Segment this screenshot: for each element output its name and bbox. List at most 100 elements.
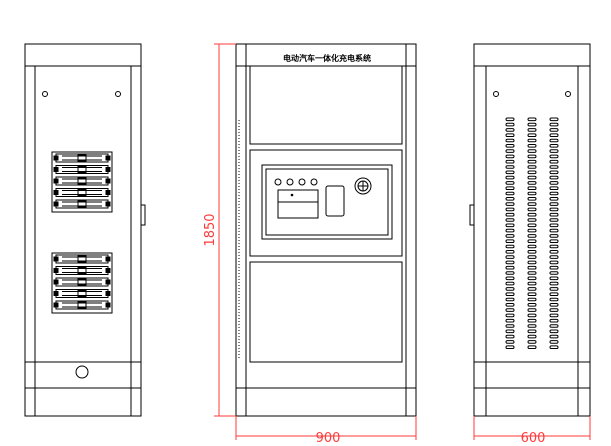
- vent-slot: [527, 250, 537, 254]
- bolt-left-1: [42, 91, 48, 97]
- vent-slot: [549, 334, 559, 339]
- vent-slot: [505, 218, 515, 222]
- vent-slot: [527, 244, 537, 249]
- vent-slot: [549, 202, 559, 206]
- vent-slot: [505, 128, 515, 132]
- vent-slot: [549, 239, 559, 243]
- vent-slot: [527, 117, 537, 122]
- vent-slot: [549, 308, 559, 312]
- vent-slot: [549, 212, 559, 217]
- vent-slot: [505, 303, 515, 307]
- vent-slot: [505, 170, 515, 175]
- vent-slot: [505, 271, 515, 275]
- bolt-left-2: [115, 91, 121, 97]
- side-handle: [140, 204, 146, 226]
- vent-slot: [549, 281, 559, 286]
- vent-slot: [549, 154, 559, 159]
- card-reader: [325, 185, 345, 217]
- vent-slot: [527, 175, 537, 180]
- vent-slot: [549, 250, 559, 254]
- vent-slot: [505, 265, 515, 270]
- middle-door: [249, 149, 403, 257]
- vent-slot: [505, 313, 515, 318]
- vent-slot: [549, 122, 559, 127]
- dimension-height-label: 1850: [203, 213, 218, 246]
- vent-slot: [505, 340, 515, 344]
- vent-slot: [527, 318, 537, 323]
- bolt-rear-1: [493, 91, 499, 97]
- side-outer-frame: [24, 43, 142, 417]
- indicator-light-1: [274, 178, 282, 186]
- dimension-front-width: [235, 416, 417, 440]
- vent-slot: [549, 186, 559, 190]
- vent-slot: [549, 159, 559, 164]
- emergency-stop-button: [354, 177, 372, 195]
- vent-slot: [527, 276, 537, 281]
- lower-door: [249, 261, 403, 363]
- indicator-light-4: [310, 178, 318, 186]
- vent-slot: [527, 218, 537, 222]
- vent-slot: [549, 329, 559, 334]
- vent-slot: [505, 324, 515, 328]
- vent-slot: [549, 191, 559, 196]
- vent-slot: [527, 292, 537, 296]
- vent-slot: [527, 297, 537, 302]
- indicator-light-3: [298, 178, 306, 186]
- vent-slot: [549, 260, 559, 265]
- vent-slot: [527, 308, 537, 312]
- control-panel: [261, 164, 393, 240]
- rear-outer-frame: [473, 43, 591, 417]
- vent-slot: [527, 228, 537, 233]
- dimension-side-depth: [473, 416, 591, 440]
- vent-slot: [527, 133, 537, 137]
- vent-slot: [505, 239, 515, 243]
- bolt-rear-2: [565, 91, 571, 97]
- vent-slot: [549, 345, 559, 349]
- dimension-height: [214, 43, 236, 417]
- vent-slot: [549, 149, 559, 153]
- vent-slot: [527, 165, 537, 169]
- vent-slot: [527, 239, 537, 243]
- display-screen: [277, 189, 319, 219]
- vent-slot: [527, 255, 537, 259]
- vent-slot: [549, 340, 559, 344]
- vent-slot: [505, 276, 515, 281]
- vent-slot: [549, 218, 559, 222]
- vent-slot: [549, 207, 559, 212]
- vent-slot: [549, 133, 559, 137]
- cable-port: [75, 365, 89, 379]
- vent-slot: [549, 117, 559, 122]
- vent-slot: [549, 265, 559, 270]
- vent-slot: [527, 138, 537, 143]
- vent-slot: [505, 197, 515, 201]
- front-view: [235, 43, 417, 417]
- vent-slot: [505, 308, 515, 312]
- vent-slot: [549, 228, 559, 233]
- vent-slot: [505, 181, 515, 185]
- vent-slot: [505, 159, 515, 164]
- vent-slot: [549, 287, 559, 291]
- vent-slot: [505, 144, 515, 148]
- vent-slot: [527, 128, 537, 132]
- vent-slot: [505, 122, 515, 127]
- vent-slot: [527, 340, 537, 344]
- vent-slot: [527, 281, 537, 286]
- vent-slot: [527, 186, 537, 190]
- vent-slot: [549, 303, 559, 307]
- vent-slot: [527, 313, 537, 318]
- vent-slot: [549, 292, 559, 296]
- left-side-view: [24, 43, 146, 417]
- vent-slot: [505, 202, 515, 206]
- vent-slot: [549, 276, 559, 281]
- vent-slot: [505, 329, 515, 334]
- vent-slot: [527, 181, 537, 185]
- vent-slots: [505, 117, 559, 349]
- vent-slot: [505, 175, 515, 180]
- vent-slot: [505, 138, 515, 143]
- side-panel: [34, 65, 132, 363]
- dimension-side-depth-label: 600: [521, 431, 546, 446]
- vent-slot: [527, 144, 537, 148]
- vent-slot: [527, 212, 537, 217]
- vent-slot: [505, 165, 515, 169]
